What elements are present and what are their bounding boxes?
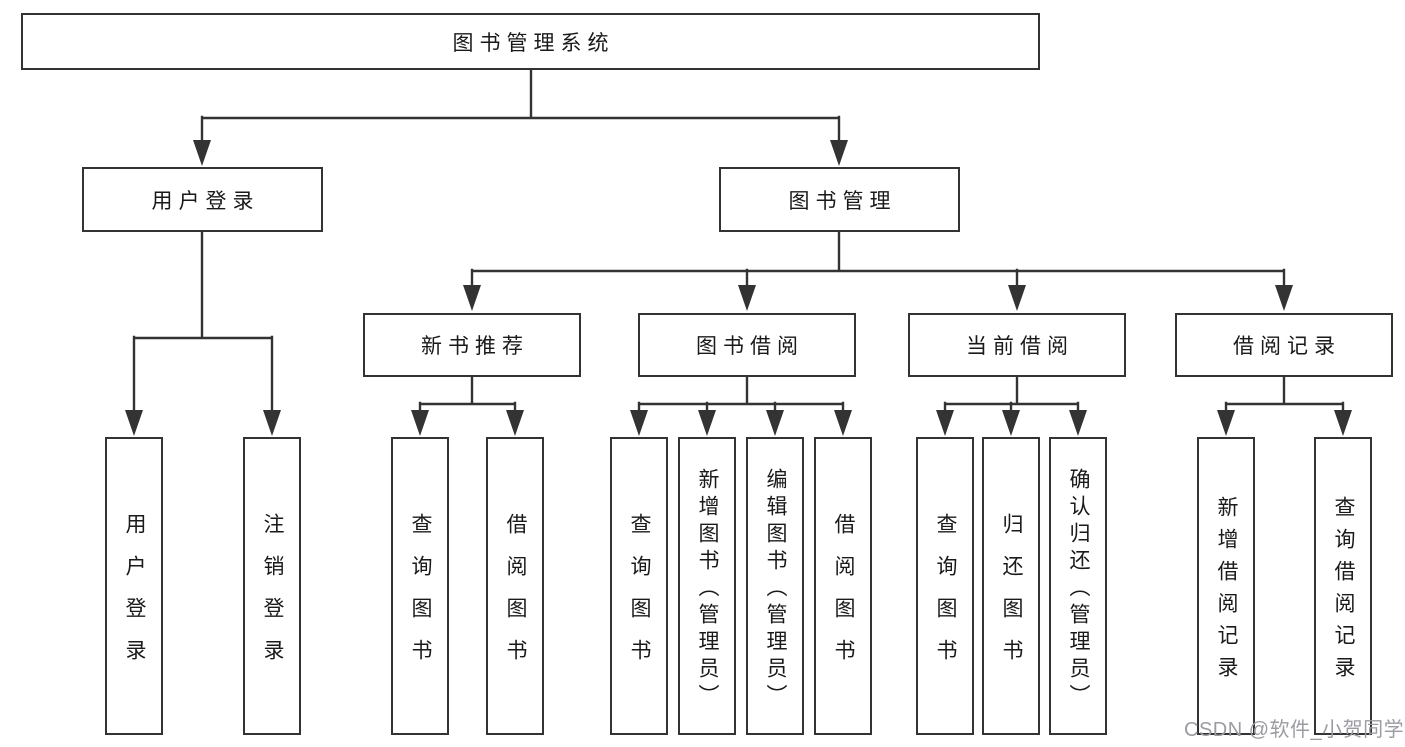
leaf-query-book-current: 查询图书 xyxy=(916,437,974,735)
leaf-borrow-book: 借阅图书 xyxy=(814,437,872,735)
connectors xyxy=(125,68,1352,436)
leaf-edit-book-admin: 编辑图书（管理员） xyxy=(746,437,804,735)
leaf-query-book-recommend: 查询图书 xyxy=(391,437,449,735)
leaf-query-book-borrow-label: 查询图书 xyxy=(628,512,651,681)
leaf-borrow-book-label: 借阅图书 xyxy=(832,512,855,681)
leaf-confirm-return-admin-label: 确认归还（管理员） xyxy=(1067,467,1090,711)
leaf-confirm-return-admin: 确认归还（管理员） xyxy=(1049,437,1107,735)
leaf-query-book-current-label: 查询图书 xyxy=(934,512,957,681)
node-book-borrow: 图书借阅 xyxy=(638,313,856,377)
node-root: 图书管理系统 xyxy=(21,13,1040,70)
node-book-management: 图书管理 xyxy=(719,167,960,232)
leaf-query-borrow-record-label: 查询借阅记录 xyxy=(1332,495,1355,688)
node-user-login: 用户登录 xyxy=(82,167,323,232)
node-borrow-record: 借阅记录 xyxy=(1175,313,1393,377)
node-user-login-label: 用户登录 xyxy=(151,189,260,213)
node-current-borrow-label: 当前借阅 xyxy=(966,335,1074,358)
leaf-user-login: 用户登录 xyxy=(105,437,163,735)
leaf-query-borrow-record: 查询借阅记录 xyxy=(1314,437,1372,735)
node-current-borrow: 当前借阅 xyxy=(908,313,1126,377)
leaf-add-book-admin: 新增图书（管理员） xyxy=(678,437,736,735)
csdn-watermark: CSDN @软件_小贺同学 xyxy=(1184,719,1405,741)
node-new-book-recommend: 新书推荐 xyxy=(363,313,581,377)
leaf-return-book-label: 归还图书 xyxy=(1000,512,1023,681)
leaf-add-book-admin-label: 新增图书（管理员） xyxy=(696,467,719,711)
leaf-logout-login-label: 注销登录 xyxy=(261,512,284,681)
leaf-user-login-label: 用户登录 xyxy=(123,512,146,681)
leaf-logout-login: 注销登录 xyxy=(243,437,301,735)
leaf-query-book-recommend-label: 查询图书 xyxy=(409,512,432,681)
node-new-book-recommend-label: 新书推荐 xyxy=(421,335,529,358)
leaf-return-book: 归还图书 xyxy=(982,437,1040,735)
leaf-edit-book-admin-label: 编辑图书（管理员） xyxy=(764,467,787,711)
leaf-borrow-book-recommend: 借阅图书 xyxy=(486,437,544,735)
node-book-management-label: 图书管理 xyxy=(788,189,897,213)
leaf-add-borrow-record: 新增借阅记录 xyxy=(1197,437,1255,735)
leaf-borrow-book-recommend-label: 借阅图书 xyxy=(504,512,527,681)
leaf-query-book-borrow: 查询图书 xyxy=(610,437,668,735)
node-root-label: 图书管理系统 xyxy=(452,31,615,55)
leaf-add-borrow-record-label: 新增借阅记录 xyxy=(1215,495,1238,688)
node-book-borrow-label: 图书借阅 xyxy=(696,335,804,358)
node-borrow-record-label: 借阅记录 xyxy=(1233,335,1341,358)
connector-lines xyxy=(132,68,1345,416)
